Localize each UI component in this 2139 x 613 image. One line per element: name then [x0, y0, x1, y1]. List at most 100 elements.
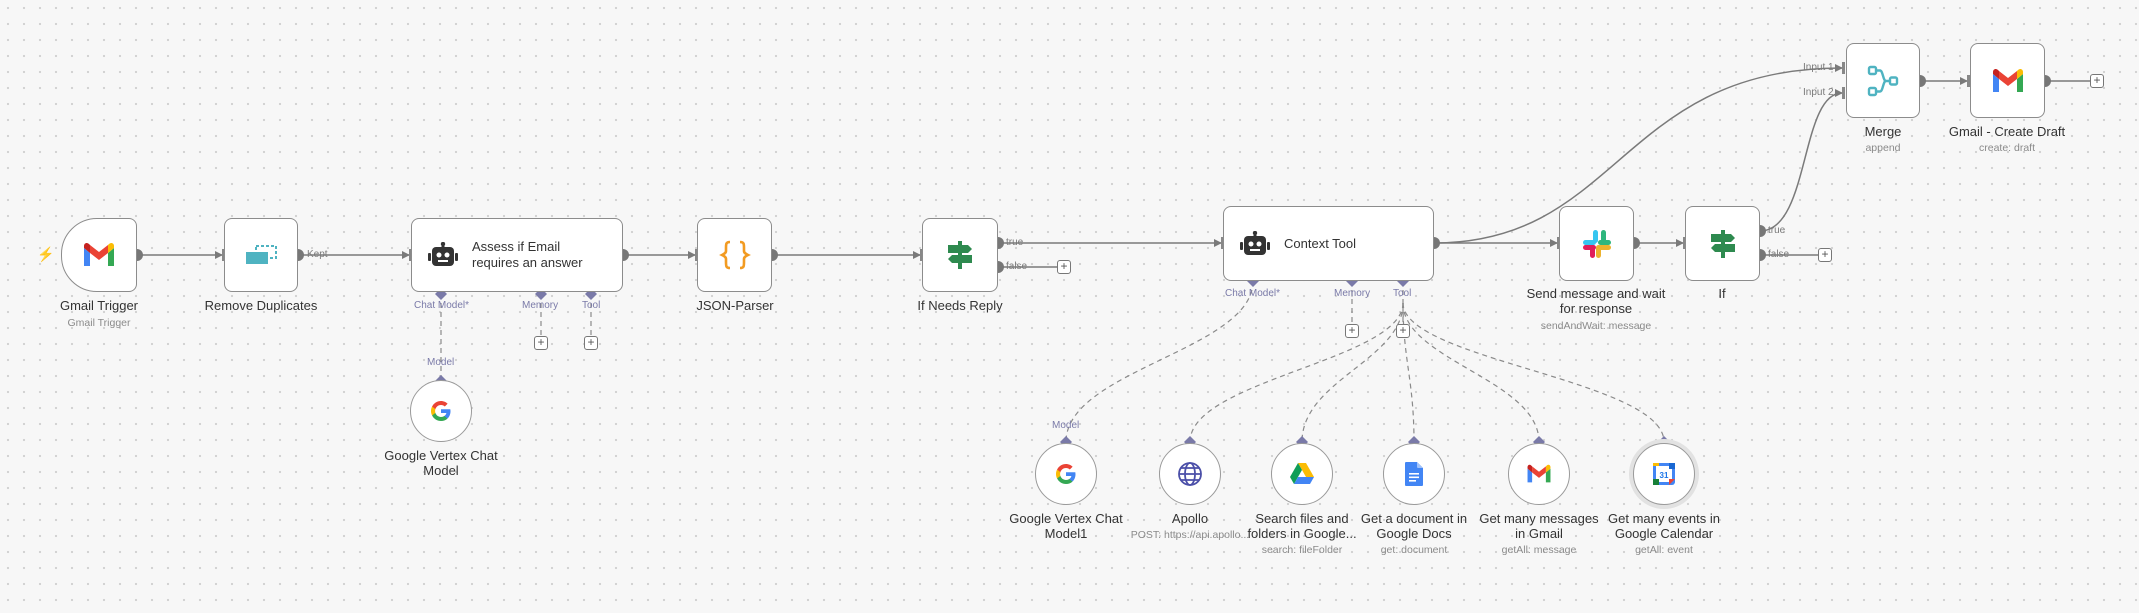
input-handle-2[interactable]: [1842, 87, 1845, 99]
port-label-false: false: [1768, 249, 1790, 260]
node-subtitle: getAll: message: [1501, 544, 1577, 556]
connection-gmailmany-to-context[interactable]: [1402, 302, 1540, 443]
connection-calendar-to-context[interactable]: [1402, 302, 1665, 443]
node-subtitle: append: [1865, 142, 1901, 154]
port-label-tool: Tool: [1393, 288, 1412, 299]
port-label-false: false: [1006, 261, 1028, 272]
node-title: Get a document in Google Docs: [1360, 511, 1468, 541]
code-braces-icon: [718, 240, 751, 270]
node-title: Google Vertex Chat Model1: [1009, 511, 1123, 541]
node-remove-duplicates[interactable]: [224, 218, 298, 292]
node-subtitle: create: draft: [1978, 142, 2036, 154]
port-label-chat-model: Chat Model*: [414, 300, 470, 311]
node-title: Gmail Trigger: [59, 298, 139, 313]
globe-icon: [1177, 461, 1203, 487]
slack-icon: [1582, 229, 1612, 259]
gmail-icon: [1991, 68, 2025, 94]
node-title: Search files and folders in Google...: [1247, 511, 1357, 541]
gmail-icon: [82, 242, 116, 268]
robot-icon: [1240, 230, 1270, 257]
node-get-google-doc[interactable]: [1383, 443, 1445, 505]
add-false-branch-button[interactable]: +: [1818, 248, 1832, 262]
node-get-gmail-messages[interactable]: [1508, 443, 1570, 505]
port-label-input1: Input 1: [1803, 62, 1834, 73]
input-handle[interactable]: [1221, 237, 1224, 249]
node-google-vertex-chat-model1[interactable]: [1035, 443, 1097, 505]
add-tool-button[interactable]: +: [1396, 324, 1410, 338]
add-tool-button[interactable]: +: [584, 336, 598, 350]
add-false-branch-button[interactable]: +: [1057, 260, 1071, 274]
node-title: Apollo: [1171, 511, 1209, 526]
google-g-icon: [430, 400, 452, 422]
port-label-true: true: [1768, 225, 1786, 236]
node-merge[interactable]: [1846, 43, 1920, 118]
add-next-node-button[interactable]: +: [2090, 74, 2104, 88]
node-title: Send message and wait for response: [1526, 286, 1666, 316]
port-label-memory: Memory: [522, 300, 559, 311]
connection-vertex1-to-context[interactable]: [1065, 280, 1254, 443]
connection-if-true-to-merge-input2[interactable]: [1759, 89, 1843, 232]
svg-text:31: 31: [1660, 471, 1669, 480]
input-handle[interactable]: [1683, 237, 1686, 249]
port-label-chat-model: Chat Model*: [1225, 288, 1281, 299]
node-title: Google Vertex Chat Model: [384, 448, 498, 478]
node-send-and-wait[interactable]: [1559, 206, 1634, 281]
node-title: Gmail - Create Draft: [1948, 124, 2066, 139]
connection-apollo-to-context[interactable]: [1189, 302, 1404, 443]
remove-duplicates-icon: [244, 244, 278, 266]
node-title: Merge: [1864, 124, 1902, 139]
connection-context-to-merge-input1[interactable]: [1433, 64, 1843, 244]
node-get-calendar-events[interactable]: 31: [1633, 443, 1695, 505]
google-calendar-icon: 31: [1652, 462, 1676, 486]
node-subtitle: get: document: [1380, 544, 1448, 556]
node-google-vertex-chat-model[interactable]: [410, 380, 472, 442]
robot-icon: [428, 242, 458, 268]
node-gmail-create-draft[interactable]: [1970, 43, 2045, 118]
add-memory-button[interactable]: +: [534, 336, 548, 350]
input-handle[interactable]: [222, 249, 225, 261]
node-title-line: Assess if Email: [472, 239, 561, 254]
input-handle[interactable]: [920, 249, 923, 261]
google-drive-icon: [1289, 462, 1315, 486]
node-assess-email[interactable]: Assess if Email requires an answer: [411, 218, 623, 292]
input-handle[interactable]: [695, 249, 698, 261]
node-subtitle: POST: https://api.apollo...: [1130, 529, 1250, 541]
port-label-tool: Tool: [582, 300, 601, 311]
trigger-bolt-icon: ⚡: [37, 246, 55, 262]
node-gmail-trigger[interactable]: [61, 218, 137, 292]
signpost-icon: [944, 239, 976, 271]
node-title: If: [1718, 286, 1726, 301]
port-label-model: Model: [1052, 420, 1080, 431]
google-docs-icon: [1404, 461, 1424, 487]
port-label-input2: Input 2: [1803, 87, 1834, 98]
node-apollo[interactable]: [1159, 443, 1221, 505]
node-title: Get many events in Google Calendar: [1608, 511, 1720, 541]
node-title: Remove Duplicates: [204, 298, 318, 313]
node-subtitle: search: fileFolder: [1261, 544, 1343, 556]
add-memory-button[interactable]: +: [1345, 324, 1359, 338]
gmail-icon: [1526, 464, 1552, 484]
node-title-line: requires an answer: [472, 255, 583, 270]
node-json-parser[interactable]: [697, 218, 772, 292]
node-title: Get many messages in Gmail: [1479, 511, 1599, 541]
connection-drive-to-context[interactable]: [1301, 302, 1404, 443]
node-if-needs-reply[interactable]: [922, 218, 998, 292]
input-handle[interactable]: [409, 249, 412, 261]
merge-icon: [1867, 65, 1899, 97]
node-title: If Needs Reply: [917, 298, 1003, 313]
port-label-memory: Memory: [1334, 288, 1371, 299]
node-context-tool[interactable]: Context Tool: [1223, 206, 1434, 281]
port-label-true: true: [1006, 237, 1024, 248]
node-title: JSON-Parser: [696, 298, 774, 313]
port-label-kept: Kept: [307, 249, 328, 260]
connection-docs-to-context[interactable]: [1402, 302, 1415, 443]
signpost-icon: [1707, 228, 1739, 260]
input-handle-1[interactable]: [1842, 62, 1845, 74]
node-subtitle: Gmail Trigger: [67, 317, 131, 329]
google-g-icon: [1055, 463, 1077, 485]
input-handle[interactable]: [1557, 237, 1560, 249]
node-subtitle: getAll: event: [1635, 544, 1693, 556]
node-if[interactable]: [1685, 206, 1760, 281]
node-search-drive[interactable]: [1271, 443, 1333, 505]
input-handle[interactable]: [1967, 75, 1970, 87]
